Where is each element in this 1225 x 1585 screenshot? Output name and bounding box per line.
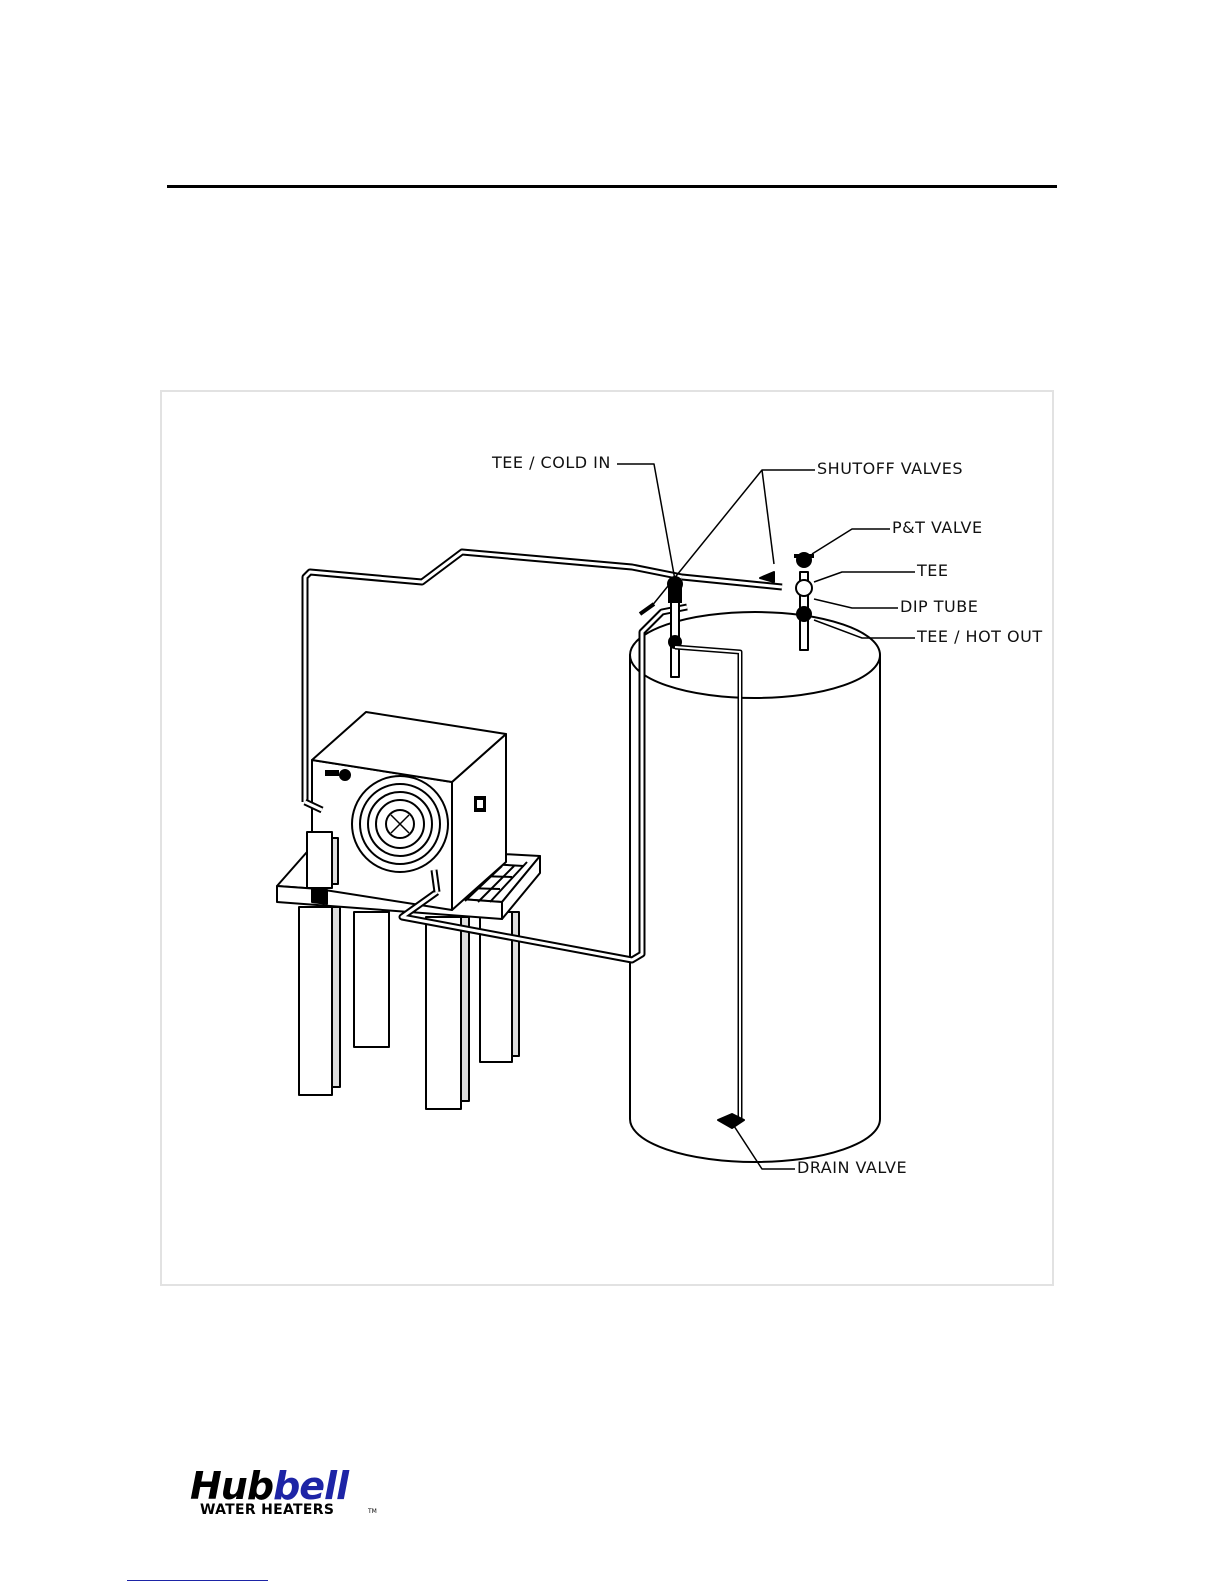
logo-trademark: TM xyxy=(368,1508,377,1515)
logo-subtitle: WATER HEATERS xyxy=(200,1502,334,1518)
label-drain-valve: DRAIN VALVE xyxy=(797,1158,907,1177)
heat-pump-unit xyxy=(307,712,506,910)
installation-diagram: TEE / COLD IN SHUTOFF VALVES P&T VALVE T… xyxy=(162,392,1052,1284)
header-rule xyxy=(167,185,1057,188)
installation-diagram-figure: TEE / COLD IN SHUTOFF VALVES P&T VALVE T… xyxy=(160,390,1054,1286)
label-dip-tube: DIP TUBE xyxy=(900,597,978,616)
label-tee: TEE xyxy=(916,561,949,580)
label-pt-valve: P&T VALVE xyxy=(892,518,983,537)
water-heater-tank xyxy=(630,612,880,1162)
label-tee-cold-in: TEE / COLD IN xyxy=(491,453,611,472)
logo-wordmark: Hubbell xyxy=(190,1466,348,1506)
hubbell-logo: Hubbell WATER HEATERS TM xyxy=(190,1466,380,1526)
footer-link-underline xyxy=(127,1580,268,1581)
label-shutoff-valves: SHUTOFF VALVES xyxy=(817,459,963,478)
label-tee-hot-out: TEE / HOT OUT xyxy=(916,627,1043,646)
